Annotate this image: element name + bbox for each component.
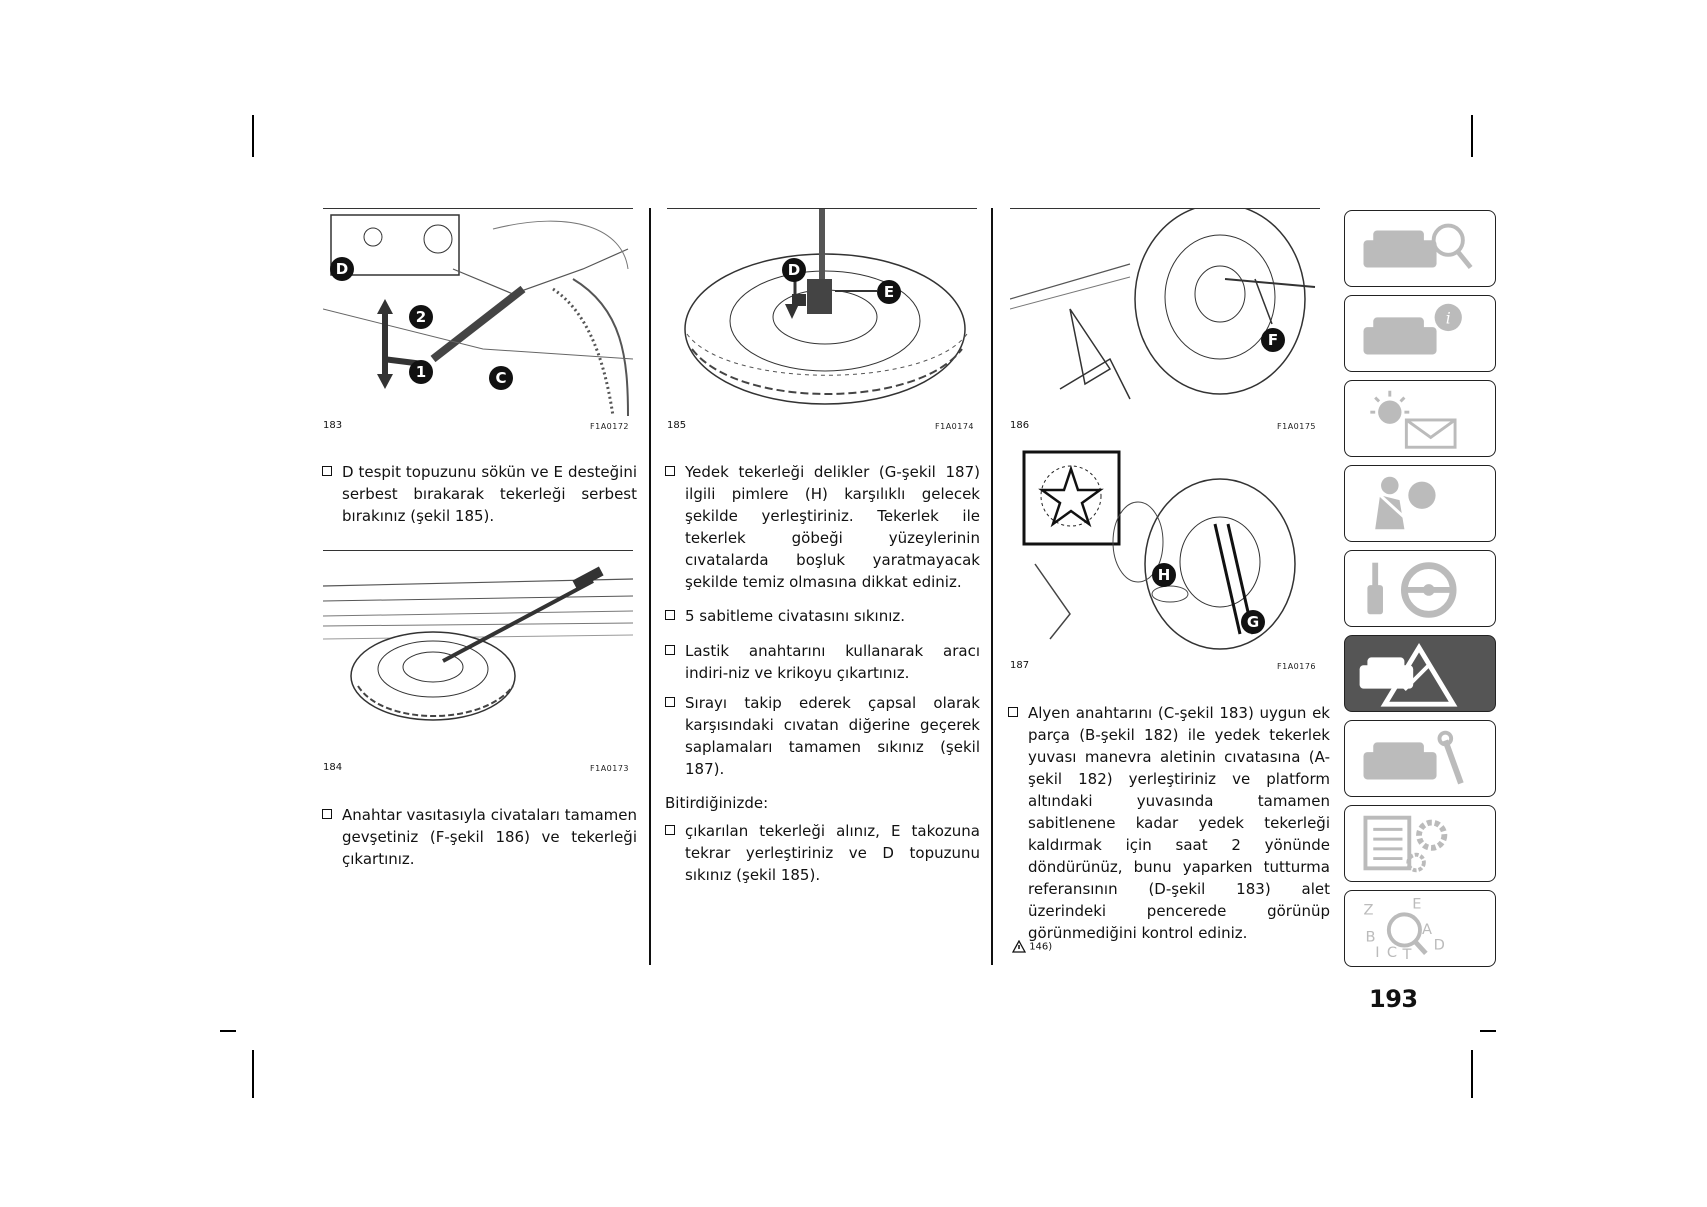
crop-mark xyxy=(220,1030,236,1032)
checkbox-bullet-icon xyxy=(665,697,675,707)
sidebar-tab-technical-data[interactable] xyxy=(1344,805,1496,882)
paragraph-text: çıkarılan tekerleği alınız, E takozuna t… xyxy=(685,822,980,884)
figure-number: 185 xyxy=(667,420,687,431)
checkbox-bullet-icon xyxy=(322,466,332,476)
paragraph: Anahtar vasıtasıyla civataları tamamen g… xyxy=(322,804,637,870)
svg-text:B: B xyxy=(1365,929,1375,946)
warning-reference-text: 146) xyxy=(1029,941,1053,953)
callout-1: 1 xyxy=(409,360,433,384)
column-divider xyxy=(991,208,993,965)
crop-mark xyxy=(1471,1050,1473,1098)
figure-code: F1A0174 xyxy=(935,422,975,431)
car-warning-triangle-icon xyxy=(1359,642,1458,707)
sidebar-tab-emergency[interactable] xyxy=(1344,635,1496,712)
sidebar-tab-info[interactable]: i xyxy=(1344,295,1496,372)
checkbox-bullet-icon xyxy=(665,645,675,655)
svg-text:i: i xyxy=(1446,309,1451,327)
seat-airbag-icon xyxy=(1375,476,1436,530)
paragraph-text: Alyen anahtarını (C-şekil 183) uygun ek … xyxy=(1028,704,1330,942)
callout-g: G xyxy=(1241,610,1265,634)
figure-185 xyxy=(667,208,977,416)
page-number: 193 xyxy=(1369,985,1418,1013)
crop-mark xyxy=(252,115,254,157)
callout-2: 2 xyxy=(409,305,433,329)
svg-text:C: C xyxy=(1387,944,1397,961)
paragraph: Alyen anahtarını (C-şekil 183) uygun ek … xyxy=(1008,702,1330,944)
paragraph: Sırayı takip ederek çapsal olarak karşıs… xyxy=(665,692,980,780)
paragraph: Lastik anahtarını kullanarak aracı indir… xyxy=(665,640,980,684)
svg-text:Z: Z xyxy=(1364,901,1374,918)
callout-c: C xyxy=(489,366,513,390)
paragraph-text: D tespit topuzunu sökün ve E desteğini s… xyxy=(342,463,637,525)
paragraph: çıkarılan tekerleği alınız, E takozuna t… xyxy=(665,820,980,886)
svg-text:T: T xyxy=(1401,946,1411,963)
callout-e: E xyxy=(877,280,901,304)
callout-d: D xyxy=(782,258,806,282)
figure-code: F1A0175 xyxy=(1277,422,1317,431)
callout-h: H xyxy=(1152,563,1176,587)
car-dashboard-magnifier-icon xyxy=(1363,223,1473,270)
paragraph-text: Lastik anahtarını kullanarak aracı indir… xyxy=(685,642,980,682)
sidebar-tab-starting[interactable] xyxy=(1344,550,1496,627)
callout-d: D xyxy=(330,257,354,281)
crop-mark xyxy=(252,1050,254,1098)
figure-number: 187 xyxy=(1010,660,1030,671)
sidebar-tab-lights[interactable] xyxy=(1344,380,1496,457)
column-divider xyxy=(649,208,651,965)
figure-186 xyxy=(1010,208,1320,416)
warning-reference: 146) xyxy=(1011,939,1053,953)
figure-number: 184 xyxy=(323,762,343,773)
figure-number: 186 xyxy=(1010,420,1030,431)
figure-code: F1A0173 xyxy=(590,764,630,773)
figure-187 xyxy=(1010,444,1320,654)
key-steering-wheel-icon xyxy=(1367,562,1457,618)
light-envelope-icon xyxy=(1370,390,1457,449)
sidebar-tab-safety[interactable] xyxy=(1344,465,1496,542)
checkbox-bullet-icon xyxy=(665,610,675,620)
warning-triangle-icon xyxy=(1011,939,1027,953)
svg-text:E: E xyxy=(1412,896,1421,913)
figure-183 xyxy=(323,208,633,416)
paragraph: 5 sabitleme civatasını sıkınız. xyxy=(665,605,980,627)
checkbox-bullet-icon xyxy=(322,809,332,819)
list-gears-icon xyxy=(1363,815,1448,873)
callout-f: F xyxy=(1261,328,1285,352)
paragraph: D tespit topuzunu sökün ve E desteğini s… xyxy=(322,461,637,527)
crop-mark xyxy=(1471,115,1473,157)
figure-184 xyxy=(323,550,633,756)
paragraph: Yedek tekerleği delikler (G-şekil 187) i… xyxy=(665,461,980,593)
checkbox-bullet-icon xyxy=(665,825,675,835)
svg-text:D: D xyxy=(1434,936,1445,953)
checkbox-bullet-icon xyxy=(1008,707,1018,717)
crop-mark xyxy=(1480,1030,1496,1032)
paragraph-text: Anahtar vasıtasıyla civataları tamamen g… xyxy=(342,806,637,868)
sidebar-tab-dashboard[interactable] xyxy=(1344,210,1496,287)
paragraph-text: Yedek tekerleği delikler (G-şekil 187) i… xyxy=(685,463,980,591)
sidebar-tab-maintenance[interactable] xyxy=(1344,720,1496,797)
car-wrench-icon xyxy=(1363,730,1464,785)
svg-text:A: A xyxy=(1422,921,1432,938)
section-heading: Bitirdiğinizde: xyxy=(665,794,769,812)
car-info-icon: i xyxy=(1363,303,1462,355)
paragraph-text: Sırayı takip ederek çapsal olarak karşıs… xyxy=(685,694,980,778)
svg-text:I: I xyxy=(1375,944,1379,961)
figure-code: F1A0172 xyxy=(590,422,630,431)
paragraph-text: 5 sabitleme civatasını sıkınız. xyxy=(685,607,906,625)
figure-number: 183 xyxy=(323,420,343,431)
checkbox-bullet-icon xyxy=(665,466,675,476)
figure-code: F1A0176 xyxy=(1277,662,1317,671)
